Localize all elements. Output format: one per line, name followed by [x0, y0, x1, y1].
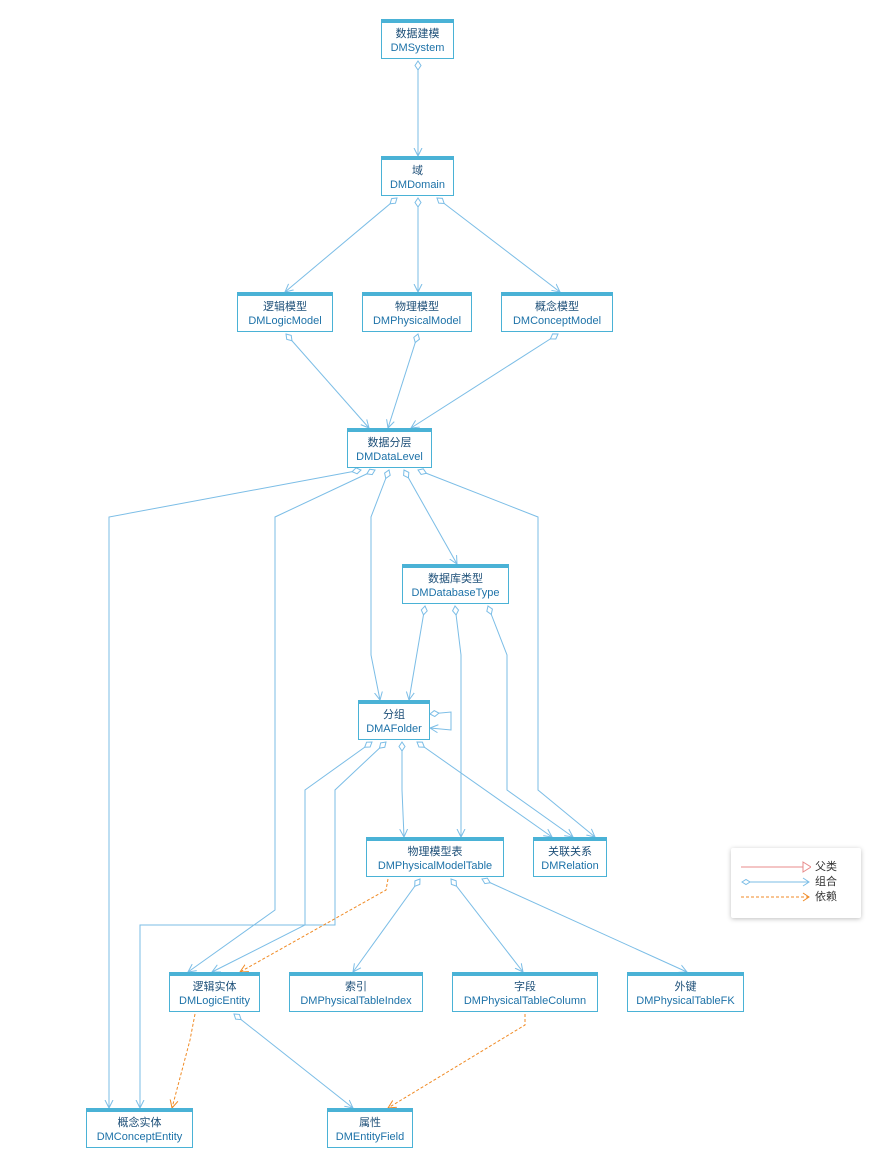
node-dmconceptentity-cn: 概念实体 — [117, 1116, 162, 1129]
edge-databasetype-physicalmodeltable — [455, 606, 461, 837]
node-dmdatalevel-en: DMDataLevel — [356, 450, 423, 463]
node-dmdatabasetype-en: DMDatabaseType — [411, 586, 500, 599]
dep-physicalmodeltable-logicentity — [240, 878, 389, 972]
node-dmentityfield[interactable]: 属性 DMEntityField — [327, 1108, 413, 1148]
node-dmdatalevel[interactable]: 数据分层 DMDataLevel — [347, 428, 432, 468]
legend-dependency: 依赖 — [731, 890, 861, 904]
node-dmrelation[interactable]: 关联关系 DMRelation — [533, 837, 607, 877]
node-dmentityfield-cn: 属性 — [359, 1116, 381, 1129]
node-dmsystem-cn: 数据建模 — [395, 27, 440, 40]
node-dmphysicalmodel-en: DMPhysicalModel — [372, 314, 462, 327]
node-dmphysicaltablecolumn-cn: 字段 — [514, 980, 536, 993]
edge-datalevel-conceptentity — [109, 470, 361, 1108]
node-dmphysicaltableindex[interactable]: 索引 DMPhysicalTableIndex — [289, 972, 423, 1012]
node-dmdomain[interactable]: 域 DMDomain — [381, 156, 454, 196]
node-dmconceptmodel[interactable]: 概念模型 DMConceptModel — [501, 292, 613, 332]
edge-domain-logicmodel — [285, 198, 397, 292]
node-dmlogicentity-cn: 逻辑实体 — [192, 980, 237, 993]
edge-databasetype-relation — [488, 606, 573, 837]
node-dmconceptmodel-en: DMConceptModel — [512, 314, 602, 327]
legend-dependency-label: 依赖 — [815, 891, 837, 903]
node-dmrelation-cn: 关联关系 — [548, 845, 592, 858]
node-dmdomain-en: DMDomain — [389, 178, 445, 191]
edge-folder-relation — [417, 742, 552, 837]
edge-domain-conceptmodel — [437, 198, 560, 292]
node-dmafolder-en: DMAFolder — [366, 722, 422, 735]
node-dmphysicaltablefk-en: DMPhysicalTableFK — [636, 994, 735, 1007]
legend-parent-line — [741, 861, 811, 873]
node-dmentityfield-en: DMEntityField — [335, 1130, 405, 1143]
node-dmphysicaltablecolumn[interactable]: 字段 DMPhysicalTableColumn — [452, 972, 598, 1012]
node-dmdatabasetype[interactable]: 数据库类型 DMDatabaseType — [402, 564, 509, 604]
dep-logicentity-conceptentity — [172, 1013, 196, 1108]
node-dmrelation-en: DMRelation — [541, 859, 599, 872]
edge-datalevel-logicentity — [188, 470, 375, 972]
node-dmphysicaltableindex-en: DMPhysicalTableIndex — [300, 994, 412, 1007]
node-dmphysicalmodeltable-en: DMPhysicalModelTable — [377, 859, 493, 872]
node-dmphysicalmodeltable-cn: 物理模型表 — [407, 845, 463, 858]
edge-physicalmodeltable-index — [353, 879, 420, 972]
node-dmphysicalmodel[interactable]: 物理模型 DMPhysicalModel — [362, 292, 472, 332]
node-dmconceptmodel-cn: 概念模型 — [535, 300, 579, 313]
legend-composition-label: 组合 — [815, 876, 837, 888]
node-dmconceptentity-en: DMConceptEntity — [96, 1130, 183, 1143]
node-dmconceptentity[interactable]: 概念实体 DMConceptEntity — [86, 1108, 193, 1148]
node-dmphysicaltablecolumn-en: DMPhysicalTableColumn — [463, 994, 587, 1007]
node-dmphysicalmodel-cn: 物理模型 — [395, 300, 439, 313]
edge-datalevel-databasetype — [404, 470, 457, 564]
node-dmlogicmodel-cn: 逻辑模型 — [263, 300, 307, 313]
legend: 父类 组合 依赖 — [731, 848, 861, 918]
legend-parent: 父类 — [731, 860, 861, 874]
edge-logicmodel-datalevel — [286, 334, 369, 428]
dep-column-entityfield — [388, 1014, 526, 1108]
node-dmafolder-cn: 分组 — [383, 708, 405, 721]
node-dmlogicmodel[interactable]: 逻辑模型 DMLogicModel — [237, 292, 333, 332]
node-dmphysicaltablefk[interactable]: 外键 DMPhysicalTableFK — [627, 972, 744, 1012]
edge-conceptmodel-datalevel — [411, 334, 558, 428]
edge-physicalmodel-datalevel — [388, 334, 418, 428]
node-dmdatabasetype-cn: 数据库类型 — [428, 572, 483, 585]
edge-logicentity-entityfield — [234, 1014, 353, 1108]
node-dmsystem[interactable]: 数据建模 DMSystem — [381, 19, 454, 59]
node-dmsystem-en: DMSystem — [390, 41, 445, 54]
legend-dependency-line — [741, 892, 810, 902]
edge-datalevel-folder — [370, 470, 389, 700]
node-dmafolder[interactable]: 分组 DMAFolder — [358, 700, 430, 740]
node-dmphysicalmodeltable[interactable]: 物理模型表 DMPhysicalModelTable — [366, 837, 504, 877]
edge-folder-physicalmodeltable — [402, 742, 404, 837]
node-dmlogicmodel-en: DMLogicModel — [248, 314, 322, 327]
node-dmlogicentity[interactable]: 逻辑实体 DMLogicEntity — [169, 972, 260, 1012]
legend-composition: 组合 — [731, 875, 861, 889]
node-dmphysicaltablefk-cn: 外键 — [674, 980, 697, 993]
node-dmdomain-cn: 域 — [412, 164, 423, 177]
edge-folder-conceptentity — [140, 742, 386, 1108]
legend-parent-label: 父类 — [815, 861, 837, 873]
node-dmdatalevel-cn: 数据分层 — [367, 436, 412, 449]
edge-databasetype-folder — [409, 606, 425, 700]
node-dmlogicentity-en: DMLogicEntity — [179, 994, 250, 1007]
legend-composition-line — [741, 877, 810, 887]
edge-physicalmodeltable-fk — [482, 879, 687, 972]
node-dmphysicaltableindex-cn: 索引 — [345, 980, 367, 993]
edge-folder-self — [430, 712, 452, 730]
